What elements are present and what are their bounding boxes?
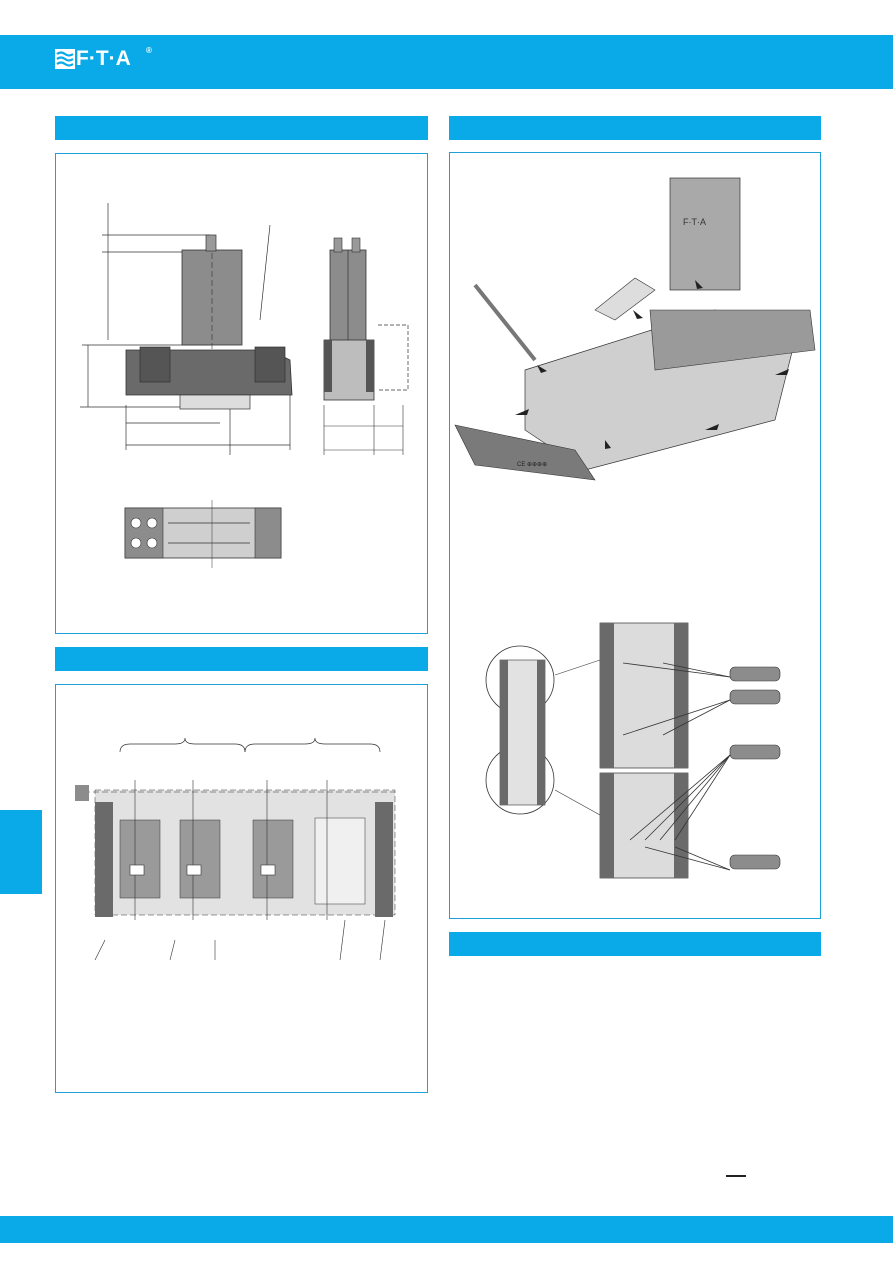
- brand-logo-text: F·T·A: [76, 47, 131, 70]
- ce-mark: CE ⊕⊕⊕⊕: [517, 462, 547, 468]
- header-band: [0, 35, 893, 89]
- dimension-drawing-front: [80, 203, 293, 455]
- page-mark: [726, 1175, 746, 1177]
- footer-band: [0, 1216, 893, 1243]
- dimension-drawing-top: [124, 500, 282, 568]
- svg-text:F·T·A: F·T·A: [683, 217, 706, 227]
- section-header-dimensions: [55, 116, 428, 140]
- dimension-drawing-side: [323, 237, 409, 455]
- section-header-circuit: [55, 647, 428, 671]
- assembly-illustration: F·T·A CE ⊕⊕⊕⊕: [454, 177, 816, 481]
- circuit-diagram: [75, 737, 396, 961]
- fta-wave-icon: [55, 49, 75, 69]
- section-header-assembly: [449, 116, 821, 140]
- brand-registered-mark: ®: [146, 46, 152, 55]
- assembly-detail: [485, 622, 781, 879]
- section-header-bottom-right: [449, 932, 821, 956]
- side-tab: [0, 810, 42, 894]
